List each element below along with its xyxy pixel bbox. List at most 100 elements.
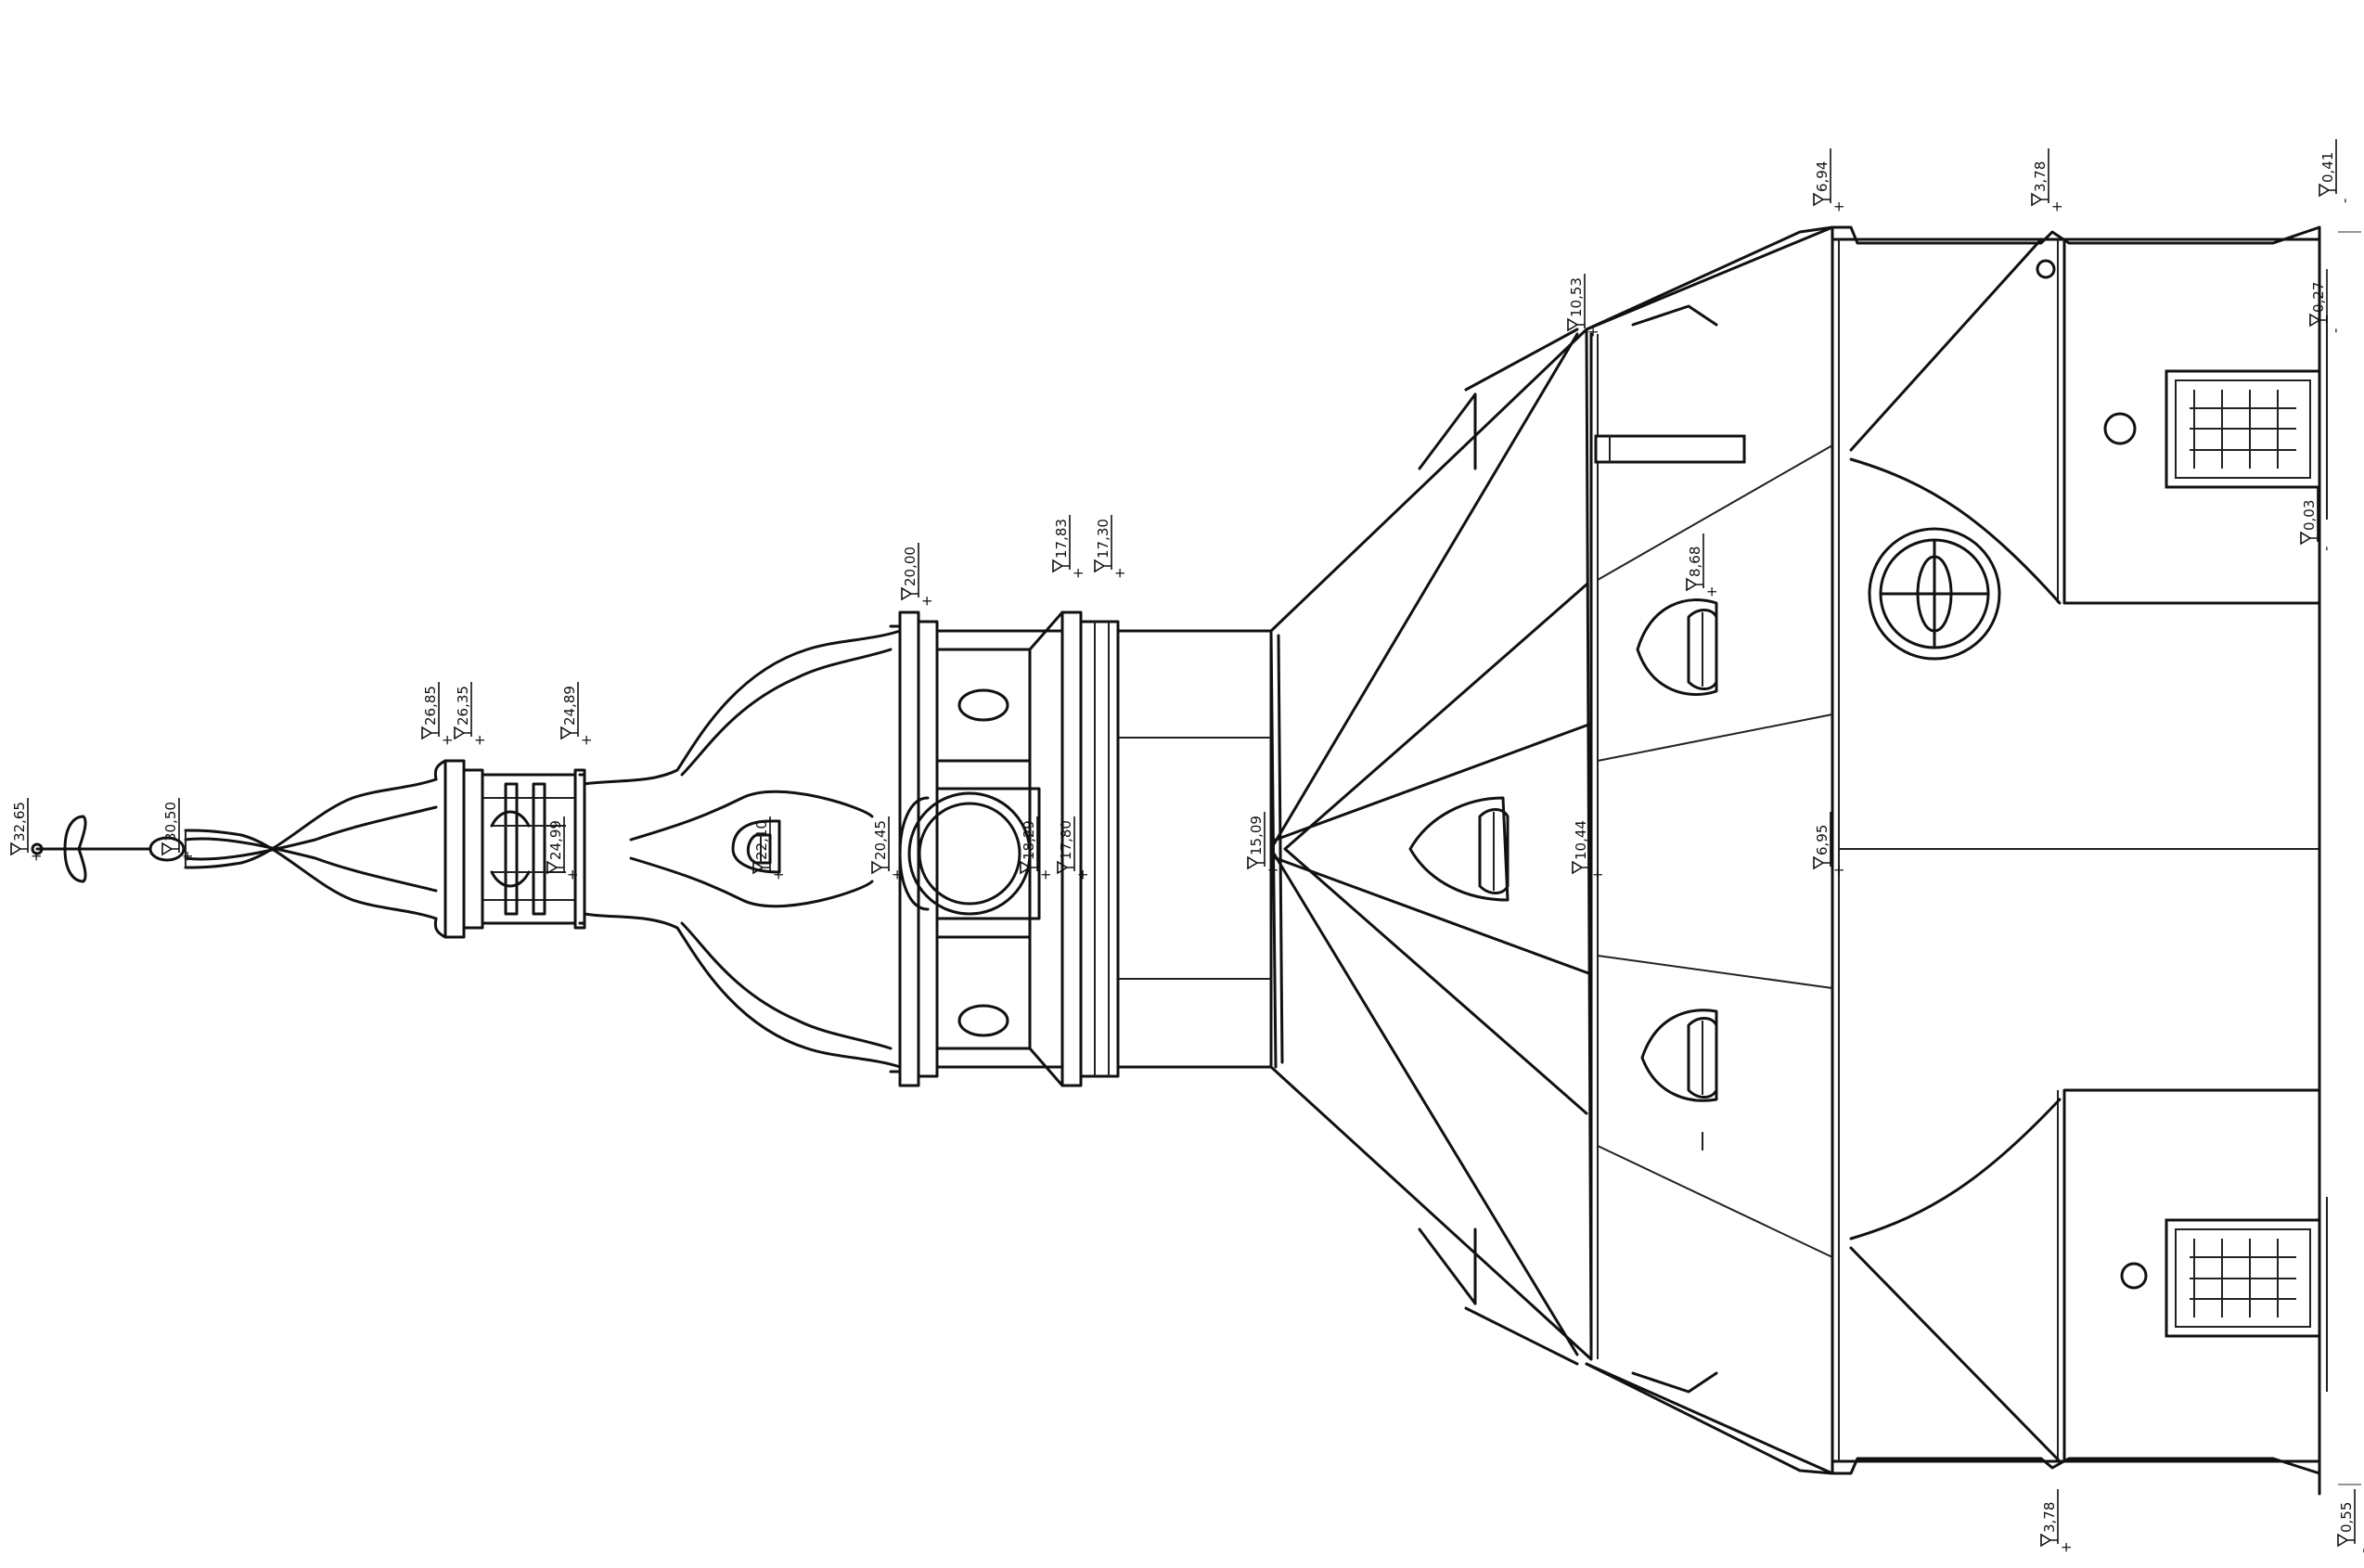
level-marker: +10,53 bbox=[1567, 274, 1601, 338]
level-label: 0,55 bbox=[2338, 1502, 2355, 1533]
level-triangle bbox=[454, 682, 472, 740]
level-triangle bbox=[1686, 533, 1704, 592]
rose-window bbox=[1868, 527, 2001, 661]
level-triangle bbox=[2031, 148, 2049, 207]
level-marker: - 0,03 bbox=[2300, 487, 2334, 551]
level-triangle bbox=[560, 682, 579, 740]
level-sign: - bbox=[2327, 328, 2344, 333]
level-marker: +26,35 bbox=[454, 682, 488, 746]
level-sign: + bbox=[28, 850, 45, 862]
level-triangle bbox=[546, 816, 565, 875]
level-label: 20,45 bbox=[872, 820, 889, 860]
level-label: 3,78 bbox=[2032, 161, 2049, 192]
level-sign: - bbox=[2355, 1549, 2364, 1553]
belfry bbox=[889, 610, 1064, 1087]
level-triangle bbox=[1813, 812, 1831, 870]
level-triangle bbox=[752, 816, 771, 875]
level-sign: + bbox=[919, 595, 935, 607]
level-sign: + bbox=[439, 734, 456, 746]
level-label: 26,35 bbox=[455, 686, 471, 726]
nave-button-top bbox=[2036, 259, 2056, 279]
nave-oculus-small-top bbox=[2103, 412, 2137, 445]
level-sign: + bbox=[2049, 200, 2065, 212]
level-triangle bbox=[10, 798, 29, 856]
clock-face-inner bbox=[918, 802, 1021, 906]
level-markers: +32,65+30,50+26,85+26,35+24,89+24,99+22,… bbox=[10, 139, 2364, 1553]
lantern bbox=[433, 759, 586, 939]
level-sign: + bbox=[770, 868, 787, 880]
level-sign: + bbox=[1585, 326, 1601, 338]
level-sign: + bbox=[1265, 864, 1281, 876]
level-label: 0,03 bbox=[2301, 500, 2318, 531]
level-marker: +20,45 bbox=[871, 816, 906, 880]
level-marker: +3,78 bbox=[2031, 148, 2065, 212]
level-sign: - bbox=[2318, 546, 2334, 551]
dormer-bottom bbox=[1640, 1009, 1718, 1102]
main-roof bbox=[1269, 225, 1834, 1475]
level-triangle bbox=[1247, 812, 1266, 870]
level-label: 32,65 bbox=[11, 802, 28, 842]
level-sign: + bbox=[564, 868, 581, 880]
level-sign: + bbox=[889, 868, 906, 880]
level-marker: +6,94 bbox=[1813, 148, 1847, 212]
level-sign: + bbox=[578, 734, 595, 746]
level-label: 30,50 bbox=[162, 802, 179, 842]
level-triangle bbox=[1813, 148, 1831, 207]
level-sign: + bbox=[1111, 567, 1128, 579]
level-triangle bbox=[161, 798, 180, 856]
level-triangle bbox=[871, 816, 890, 875]
level-label: 20,00 bbox=[902, 546, 919, 586]
level-label: 18,29 bbox=[1021, 820, 1037, 860]
level-label: 17,83 bbox=[1053, 519, 1070, 559]
tower-shaft bbox=[1060, 610, 1273, 1087]
level-marker: +24,99 bbox=[546, 816, 581, 880]
dormer-middle bbox=[1408, 796, 1510, 902]
level-label: 22,10 bbox=[753, 820, 770, 860]
level-label: 15,09 bbox=[1248, 816, 1265, 855]
nave-oculus-small-bottom bbox=[2120, 1262, 2148, 1290]
onion-dome bbox=[578, 629, 902, 1069]
level-sign: + bbox=[1037, 868, 1054, 880]
level-marker: +30,50 bbox=[161, 798, 196, 862]
level-sign: + bbox=[1074, 868, 1091, 880]
level-marker: +15,09 bbox=[1247, 812, 1281, 876]
level-label: 17,30 bbox=[1095, 519, 1111, 559]
level-label: 3,78 bbox=[2041, 1502, 2058, 1533]
level-marker: -0,41 bbox=[2319, 139, 2353, 203]
level-marker: +3,78 bbox=[2040, 1489, 2075, 1553]
level-label: 26,85 bbox=[422, 686, 439, 726]
level-sign: + bbox=[1831, 864, 1847, 876]
level-marker: +6,95 bbox=[1813, 812, 1847, 876]
dormer-top bbox=[1636, 598, 1718, 696]
level-triangle bbox=[2300, 487, 2319, 546]
level-label: 10,53 bbox=[1568, 277, 1585, 317]
nave-window-bottom bbox=[2165, 1218, 2321, 1338]
level-marker: +10,44 bbox=[1572, 816, 1606, 880]
level-label: 0,27 bbox=[2310, 282, 2327, 313]
level-marker: +17,30 bbox=[1094, 515, 1128, 579]
level-marker: +22,10 bbox=[752, 816, 787, 880]
level-label: 10,44 bbox=[1573, 820, 1589, 860]
level-label: 24,99 bbox=[547, 820, 564, 860]
level-sign: + bbox=[1589, 868, 1606, 880]
level-sign: + bbox=[1070, 567, 1086, 579]
level-triangle bbox=[1567, 274, 1586, 332]
clock-face-outer bbox=[907, 791, 1032, 916]
level-marker: +20,00 bbox=[901, 543, 935, 607]
spire bbox=[31, 778, 438, 920]
level-label: 17,80 bbox=[1058, 820, 1074, 860]
level-marker: +24,89 bbox=[560, 682, 595, 746]
level-sign: - bbox=[2336, 199, 2353, 203]
level-triangle bbox=[1094, 515, 1112, 573]
level-marker: +17,80 bbox=[1057, 816, 1091, 880]
level-marker: +26,85 bbox=[421, 682, 456, 746]
level-marker: - 0,27 bbox=[2309, 269, 2344, 333]
level-sign: + bbox=[179, 850, 196, 862]
level-triangle bbox=[2040, 1489, 2059, 1548]
level-triangle bbox=[1057, 816, 1075, 875]
level-marker: +8,68 bbox=[1686, 533, 1720, 598]
level-label: 6,95 bbox=[1814, 825, 1831, 855]
level-triangle bbox=[1572, 816, 1590, 875]
level-label: 8,68 bbox=[1687, 546, 1703, 577]
